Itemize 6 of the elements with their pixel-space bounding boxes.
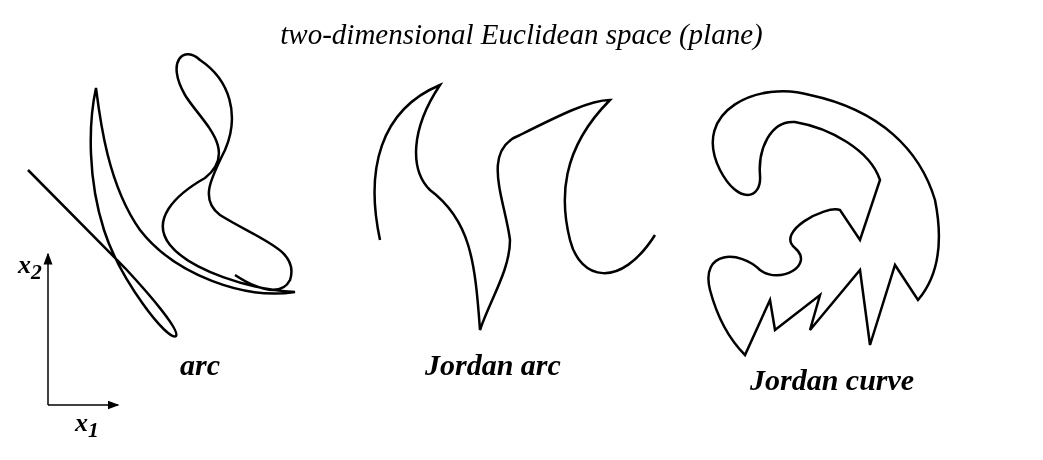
- curve-label: arc: [180, 350, 220, 380]
- diagram-title: two-dimensional Euclidean space (plane): [279, 20, 764, 49]
- curve-label: Jordan curve: [750, 365, 915, 395]
- axis-label: x$_{2}$: [18, 252, 42, 284]
- axis-label: x$_{1}$: [75, 410, 99, 442]
- curve-label: Jordan arc: [425, 350, 561, 380]
